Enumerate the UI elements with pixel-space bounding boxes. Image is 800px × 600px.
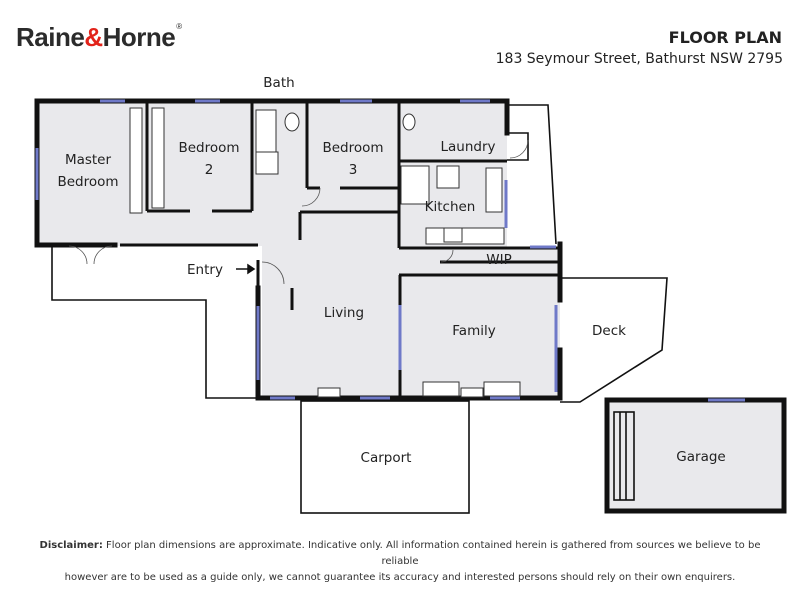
disclaimer-line-1: Floor plan dimensions are approximate. I… — [102, 540, 761, 567]
disclaimer-label: Disclaimer: — [39, 540, 103, 551]
laundry-label: Laundry — [440, 139, 495, 155]
bedroom-3-number: 3 — [349, 162, 358, 178]
disclaimer: Disclaimer: Floor plan dimensions are ap… — [20, 538, 780, 586]
carport-label: Carport — [361, 450, 412, 466]
wip-label: WIP — [486, 252, 511, 268]
master-bedroom-label: Master — [65, 152, 112, 168]
bedroom-3-label: Bedroom — [322, 140, 383, 156]
bedroom-2-label: Bedroom — [178, 140, 239, 156]
property-address: 183 Seymour Street, Bathurst NSW 2795 — [495, 51, 783, 67]
kitchen-label: Kitchen — [425, 199, 476, 215]
bedroom-2-number: 2 — [205, 162, 214, 178]
raine-horne-logo: Raine&Horne® — [16, 22, 182, 52]
master-bedroom-label-line2: Bedroom — [57, 174, 118, 190]
bath-label: Bath — [263, 75, 294, 91]
family-label: Family — [452, 323, 495, 339]
disclaimer-line-2: however are to be used as a guide only, … — [64, 572, 736, 583]
garage-label: Garage — [676, 449, 725, 465]
living-label: Living — [324, 305, 364, 321]
deck-label: Deck — [592, 323, 626, 339]
entry-label: Entry — [187, 262, 223, 278]
page-title: FLOOR PLAN — [668, 28, 782, 47]
